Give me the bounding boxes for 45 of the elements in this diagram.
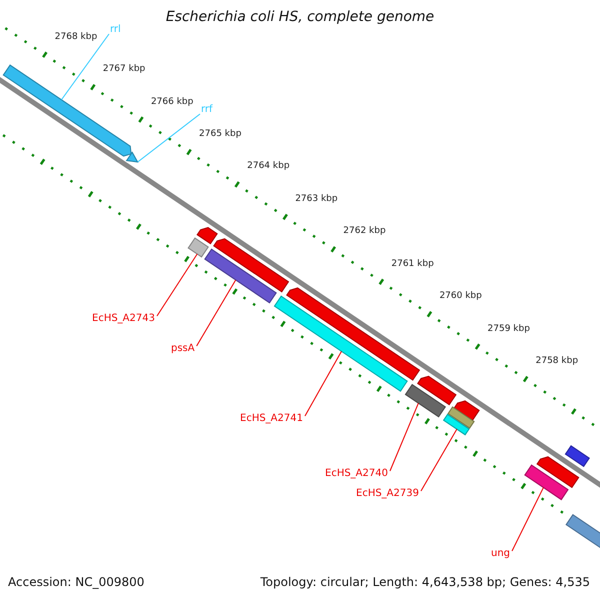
leader-line — [156, 254, 198, 316]
leader-line — [196, 279, 236, 346]
tick-label: 2764 kbp — [247, 162, 290, 172]
gene-bar — [564, 445, 590, 468]
gene-bar — [126, 151, 139, 163]
gene-label: EcHS_A2739 — [356, 488, 419, 499]
title: Escherichia coli HS, complete genome — [164, 10, 436, 26]
gene-bar — [565, 514, 600, 549]
leader-line — [512, 487, 544, 552]
gene-bar — [213, 238, 290, 292]
tick-label: 2759 kbp — [488, 324, 530, 334]
tick-label: 2767 kbp — [102, 65, 146, 76]
leader-line — [389, 402, 419, 472]
gene-bar — [417, 376, 457, 406]
tick-label: 2758 kbp — [536, 357, 578, 367]
gene-bar — [447, 406, 475, 429]
gene-label: EcHS_A2743 — [92, 313, 155, 324]
gene-bar — [404, 384, 446, 418]
footer-text: Accession: NC_009800 — [8, 576, 144, 590]
leader-line — [60, 34, 110, 100]
tick-label: 2762 kbp — [343, 227, 386, 238]
gene-bar — [274, 296, 408, 392]
gene-bar — [204, 248, 277, 304]
gene-label: rrl — [110, 24, 121, 35]
gene-label: rrf — [201, 104, 213, 115]
leader-line — [137, 114, 200, 162]
gene-bar — [188, 237, 209, 258]
gene-bar — [454, 400, 480, 422]
tick-label: 2760 kbp — [439, 292, 482, 302]
gene-bar — [286, 287, 420, 381]
gene-label: EcHS_A2741 — [240, 413, 303, 424]
tick-label: 2766 kbp — [150, 98, 194, 108]
footer-text: Topology: circular; Length: 4,643,538 bp; Genes: 4,535 — [260, 576, 590, 590]
tick-label: 2763 kbp — [295, 194, 338, 205]
gene-bar — [524, 464, 569, 500]
gene-bar — [442, 414, 470, 436]
gene-bar — [196, 227, 218, 244]
tick-label: 2761 kbp — [391, 260, 434, 270]
gene-label: pssA — [171, 343, 195, 354]
gene-label: EcHS_A2740 — [325, 468, 388, 479]
gene-label: ung — [491, 548, 510, 559]
leader-line — [304, 350, 342, 416]
tick-label: 2765 kbp — [199, 130, 242, 140]
tick-label: 2768 kbp — [54, 32, 98, 43]
gene-bar — [536, 456, 580, 488]
